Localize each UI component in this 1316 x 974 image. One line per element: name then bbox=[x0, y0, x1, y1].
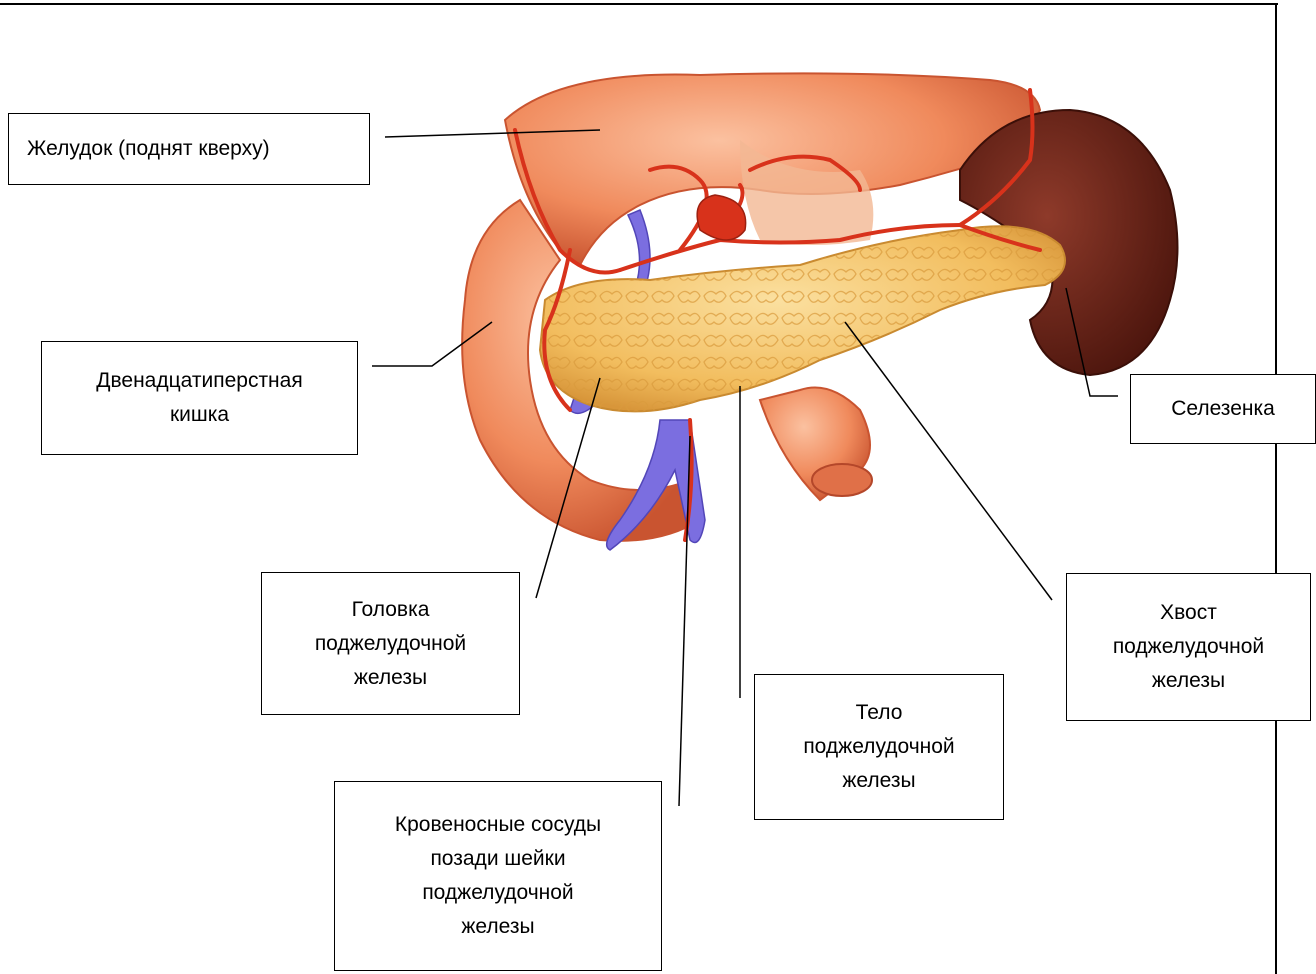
label-blood-vessels: Кровеносные сосуды позади шейки поджелуд… bbox=[334, 781, 662, 971]
celiac-aneurysm bbox=[697, 195, 745, 240]
label-spleen: Селезенка bbox=[1130, 374, 1316, 444]
jejunum-opening bbox=[812, 464, 872, 496]
pancreas-illustration bbox=[462, 73, 1177, 550]
label-pancreas-tail: Хвост поджелудочной железы bbox=[1066, 573, 1311, 721]
label-pancreas-head: Головка поджелудочной железы bbox=[261, 572, 520, 715]
pancreas-lobules bbox=[540, 226, 1065, 411]
label-duodenum: Двенадцатиперстная кишка bbox=[41, 341, 358, 455]
leader-tail bbox=[845, 322, 1052, 600]
label-pancreas-body: Тело поджелудочной железы bbox=[754, 674, 1004, 820]
label-stomach: Желудок (поднят кверху) bbox=[8, 113, 370, 185]
